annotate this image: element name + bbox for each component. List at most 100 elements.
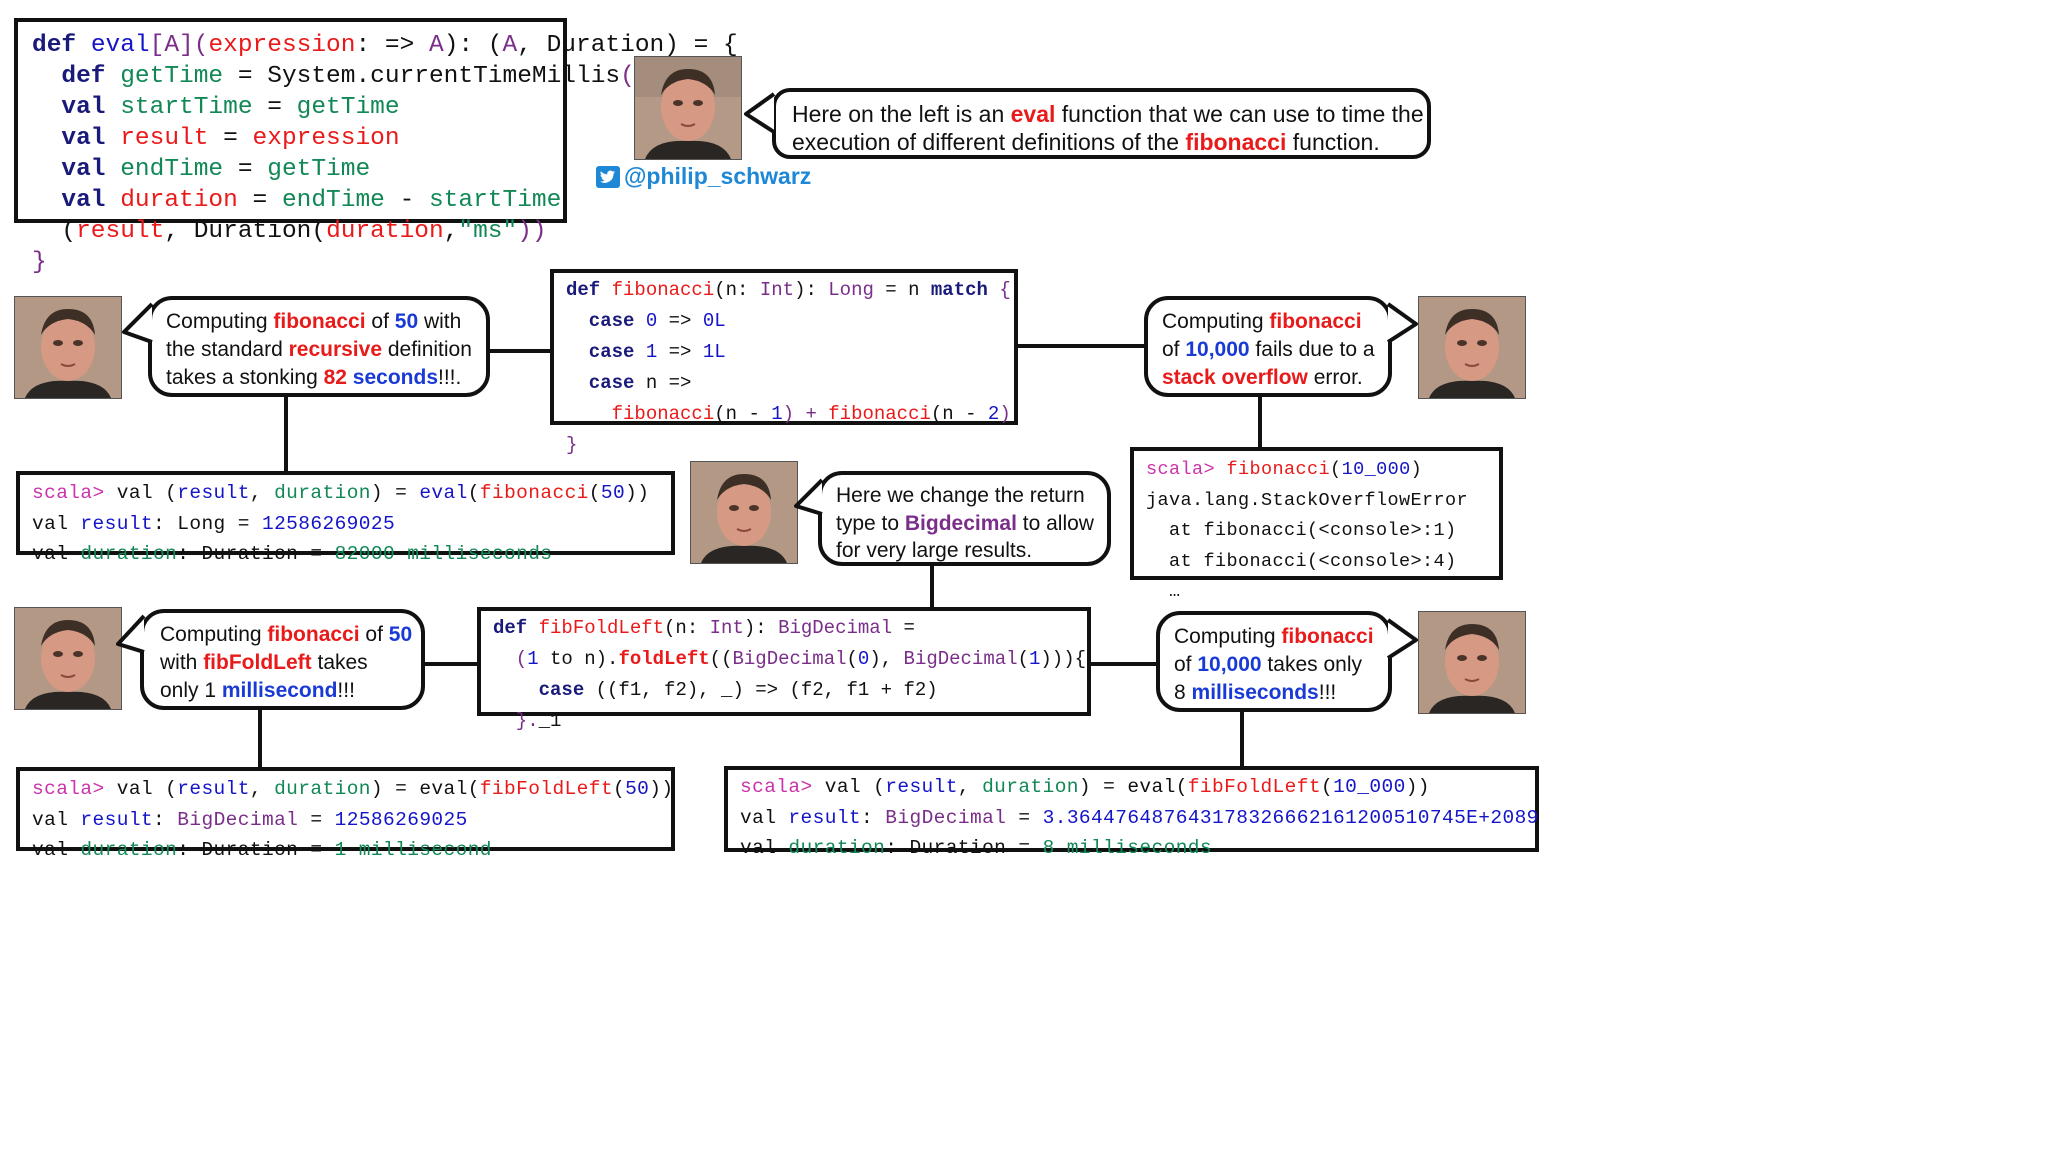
intro-bubble-line: Here on the left is an eval function tha… [792, 100, 1424, 128]
text-segment: takes [311, 651, 368, 674]
text-segment: val [32, 543, 81, 565]
text-segment: case [566, 372, 646, 394]
text-segment: to n). [538, 648, 619, 670]
text-segment: duration [120, 187, 238, 214]
text-segment: seconds [352, 366, 438, 389]
text-segment: the standard [166, 338, 289, 361]
text-segment: ( [1330, 459, 1342, 480]
text-segment: duration [274, 778, 371, 800]
text-segment: A [428, 32, 444, 59]
eval-code-line: } [32, 247, 549, 278]
repl-rec50-line: val result: Long = 12586269025 [32, 513, 659, 544]
bubble-rec10k-line: Computing fibonacci [1162, 308, 1374, 336]
text-segment: , [249, 778, 275, 800]
text-segment: getTime [267, 156, 371, 183]
text-segment: expression [208, 32, 356, 59]
text-segment: to allow [1016, 511, 1094, 535]
text-segment: val [32, 125, 121, 152]
text-segment: 1 [771, 403, 783, 425]
author-photo [634, 56, 742, 160]
text-segment: BigDecimal [903, 648, 1018, 670]
text-segment: ( [32, 218, 77, 245]
text-segment: val [32, 187, 121, 214]
text-segment: "ms" [458, 218, 518, 245]
text-segment: 10,000 [1197, 653, 1262, 676]
text-segment: with [418, 310, 462, 333]
text-segment: 10,000 [1185, 338, 1250, 361]
text-segment: 12586269025 [334, 808, 468, 831]
text-segment: of [365, 310, 395, 333]
repl-rec50-line: val duration: Duration = 82000 milliseco… [32, 543, 659, 574]
text-segment: takes only [1261, 653, 1362, 676]
text-segment: getTime [120, 63, 224, 90]
text-segment: !!! [337, 679, 355, 702]
text-segment: definition [382, 338, 472, 361]
twitter-handle[interactable]: @philip_schwarz [596, 163, 811, 190]
text-segment: ( [612, 778, 626, 800]
text-segment: … [1146, 581, 1181, 602]
text-segment: result [788, 806, 862, 829]
twitter-bird-icon [596, 166, 620, 188]
bubble-bigdecimal-line: Here we change the return [836, 482, 1093, 510]
text-segment: { [987, 279, 1011, 301]
connector-rec50-bubble-to-code [488, 349, 552, 353]
text-segment: } [32, 249, 47, 276]
text-segment: - [384, 187, 429, 214]
author-photo-foldleft-50 [14, 607, 122, 710]
text-segment: eval [419, 482, 468, 504]
bigdecimal-bubble-tail [794, 478, 824, 516]
text-segment: result [177, 482, 250, 504]
text-segment: ))){ [1040, 648, 1086, 670]
eval-code-box: def eval[A](expression: => A): (A, Durat… [14, 18, 738, 276]
text-segment: fibonacci [1226, 459, 1331, 480]
repl-rec10k-line: at fibonacci(<console>:1) [1146, 519, 1487, 550]
text-segment: ( [493, 648, 528, 670]
bubble-rec50-line: takes a stonking 82 seconds!!!. [166, 364, 472, 392]
text-segment: ) = [370, 482, 420, 504]
text-segment: fibonacci [479, 482, 589, 504]
fib-code-line: def fibonacci(n: Int): Long = n match { [566, 279, 1011, 310]
repl-fold10k-line: val result: BigDecimal = 3.3644764876431… [740, 806, 1538, 838]
bubble-fold50-line: with fibFoldLeft takes [160, 649, 405, 677]
text-segment: of [1162, 338, 1186, 361]
text-segment: result [177, 778, 250, 800]
text-segment: 1 millisecond [334, 839, 492, 861]
text-segment: (n: [714, 279, 760, 301]
repl-rec10k-line: java.lang.StackOverflowError [1146, 489, 1487, 520]
text-segment: 82000 milliseconds [334, 543, 553, 565]
text-segment: }. [493, 710, 539, 732]
text-segment: (( [709, 648, 733, 670]
text-segment: : => [355, 32, 429, 59]
text-segment: fibonacci [828, 403, 931, 425]
text-segment: Long [828, 279, 874, 301]
repl-fold10k-line: val duration: Duration = 8 milliseconds [740, 837, 1523, 868]
text-segment: ) [999, 403, 1011, 425]
repl-fold10k-line: scala> val (result, duration) = eval(fib… [740, 776, 1523, 807]
text-segment: 0 [857, 648, 870, 670]
repl-rec50-line: scala> val (result, duration) = eval(fib… [32, 482, 659, 513]
fib-code-line: case 0 => 0L [566, 310, 1002, 341]
text-segment: Computing [166, 310, 274, 333]
text-segment: 1 [527, 648, 539, 670]
text-segment: } [566, 434, 578, 456]
text-segment: val [32, 94, 121, 121]
text-segment: Here on the left is an [792, 101, 1011, 127]
text-segment: n => [645, 372, 692, 394]
text-segment: = [223, 156, 268, 183]
bubble-bigdecimal-line: type to Bigdecimal to allow [836, 510, 1094, 538]
bubble-rec10k-line: of 10,000 fails due to a [1162, 336, 1375, 364]
text-segment: 2 [987, 403, 1000, 425]
repl-foldleft-10000: scala> val (result, duration) = eval(fib… [724, 766, 1539, 859]
foldleft-50-bubble-tail [116, 614, 146, 654]
text-segment: endTime [281, 187, 385, 214]
connector-rec50-bubble-to-repl [284, 396, 288, 472]
text-segment: ) = eval( [370, 778, 480, 800]
text-segment: fibonacci [1269, 310, 1362, 333]
text-segment: BigDecimal [778, 617, 893, 639]
text-segment: duration [982, 776, 1079, 798]
text-segment: ( [1017, 648, 1029, 670]
text-segment: fibonacci [566, 403, 715, 425]
text-segment: 0 [645, 310, 658, 332]
text-segment: 8 [1174, 681, 1192, 704]
